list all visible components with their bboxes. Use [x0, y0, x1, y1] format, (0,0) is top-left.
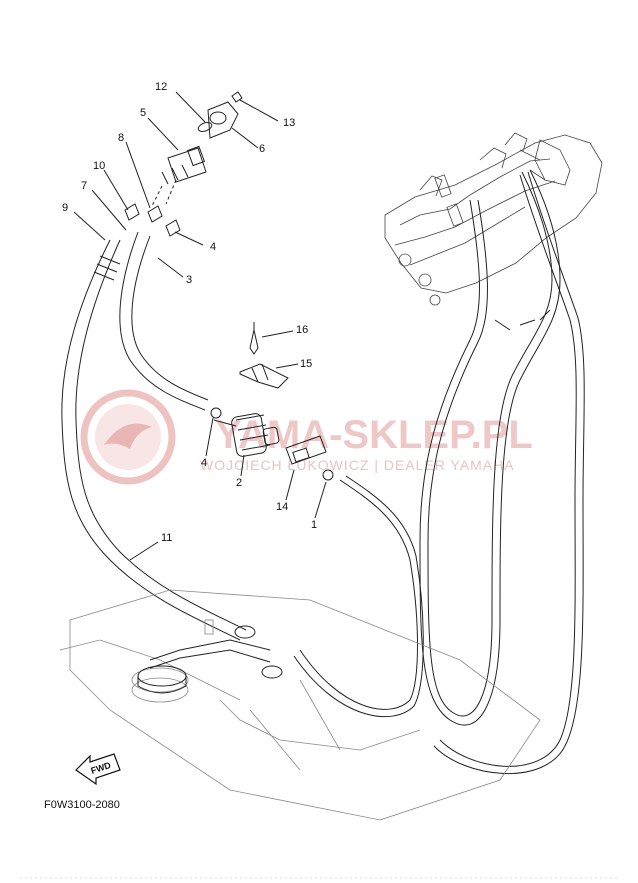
callout-12: 12 — [155, 81, 167, 93]
callout-2: 2 — [236, 477, 242, 489]
diagram-code: F0W3100-2080 — [44, 799, 120, 811]
callout-4-bottom: 4 — [201, 457, 207, 469]
mount-bracket — [239, 322, 289, 389]
sensor-assembly — [124, 91, 243, 237]
callouts: 12 13 5 6 8 10 7 9 4 3 16 15 4 2 14 1 11 — [62, 81, 317, 544]
callout-4-top: 4 — [210, 241, 216, 253]
callout-6: 6 — [259, 143, 265, 155]
callout-3: 3 — [186, 274, 192, 286]
fuel-hose-main — [61, 239, 247, 641]
callout-9: 9 — [62, 202, 68, 214]
engine-block — [384, 132, 603, 306]
callout-15: 15 — [300, 358, 312, 370]
fuel-tank — [59, 589, 541, 821]
callout-16: 16 — [296, 324, 308, 336]
return-hoses — [293, 169, 585, 774]
callout-11: 11 — [161, 532, 172, 544]
fuel-hose-secondary — [119, 231, 209, 411]
fwd-arrow: FWD — [75, 753, 121, 786]
watermark: YAMA-SKLEP.PL WOJCIECH ŁUKOWICZ | DEALER… — [80, 389, 533, 485]
watermark-logo — [80, 389, 176, 485]
callout-14: 14 — [276, 501, 288, 513]
callout-1: 1 — [311, 519, 317, 531]
callout-8: 8 — [118, 132, 124, 144]
callout-7: 7 — [81, 180, 87, 192]
callout-10: 10 — [93, 160, 105, 172]
tank-fittings — [137, 625, 283, 694]
fuel-filter — [210, 407, 280, 457]
filter-bracket — [285, 435, 334, 481]
leader-lines — [73, 91, 327, 561]
callout-5: 5 — [140, 107, 146, 119]
callout-13: 13 — [283, 117, 295, 129]
watermark-subtext: WOJCIECH ŁUKOWICZ | DEALER YAMAHA — [200, 457, 515, 473]
watermark-text: YAMA-SKLEP.PL — [215, 413, 533, 457]
